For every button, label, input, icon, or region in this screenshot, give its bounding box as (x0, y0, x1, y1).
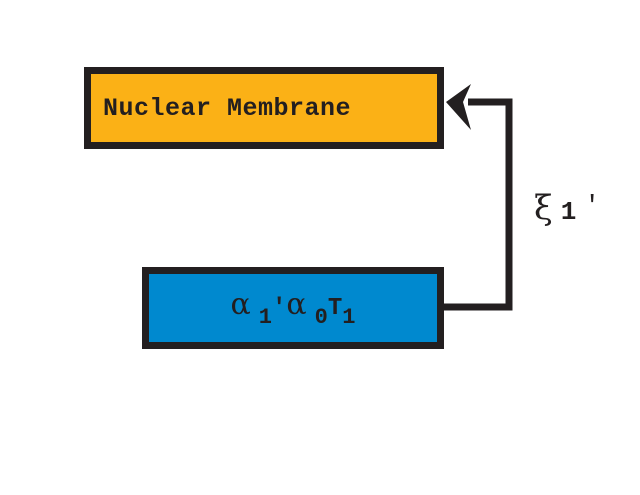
t-symbol: T (327, 294, 343, 322)
alpha-symbol-1: α (230, 286, 251, 322)
alpha-complex-label: α 1 ' α 0 T 1 (230, 286, 356, 330)
subscript-0: 0 (314, 304, 328, 330)
edge-line (444, 98, 513, 311)
xi-symbol: ξ (534, 188, 553, 228)
edge-label-prime: ' (584, 191, 600, 221)
prime-mark: ' (271, 294, 287, 322)
subscript-t: 1 (342, 304, 356, 330)
subscript-1: 1 (258, 304, 272, 330)
edge-label: ξ 1 ' (534, 188, 600, 228)
nuclear-membrane-node: Nuclear Membrane (84, 67, 444, 149)
alpha-symbol-0: α (286, 286, 307, 322)
nuclear-membrane-label: Nuclear Membrane (103, 93, 352, 123)
edge-label-number: 1 (560, 197, 577, 227)
arrowhead-icon (446, 84, 471, 130)
alpha-complex-node: α 1 ' α 0 T 1 (142, 267, 444, 349)
